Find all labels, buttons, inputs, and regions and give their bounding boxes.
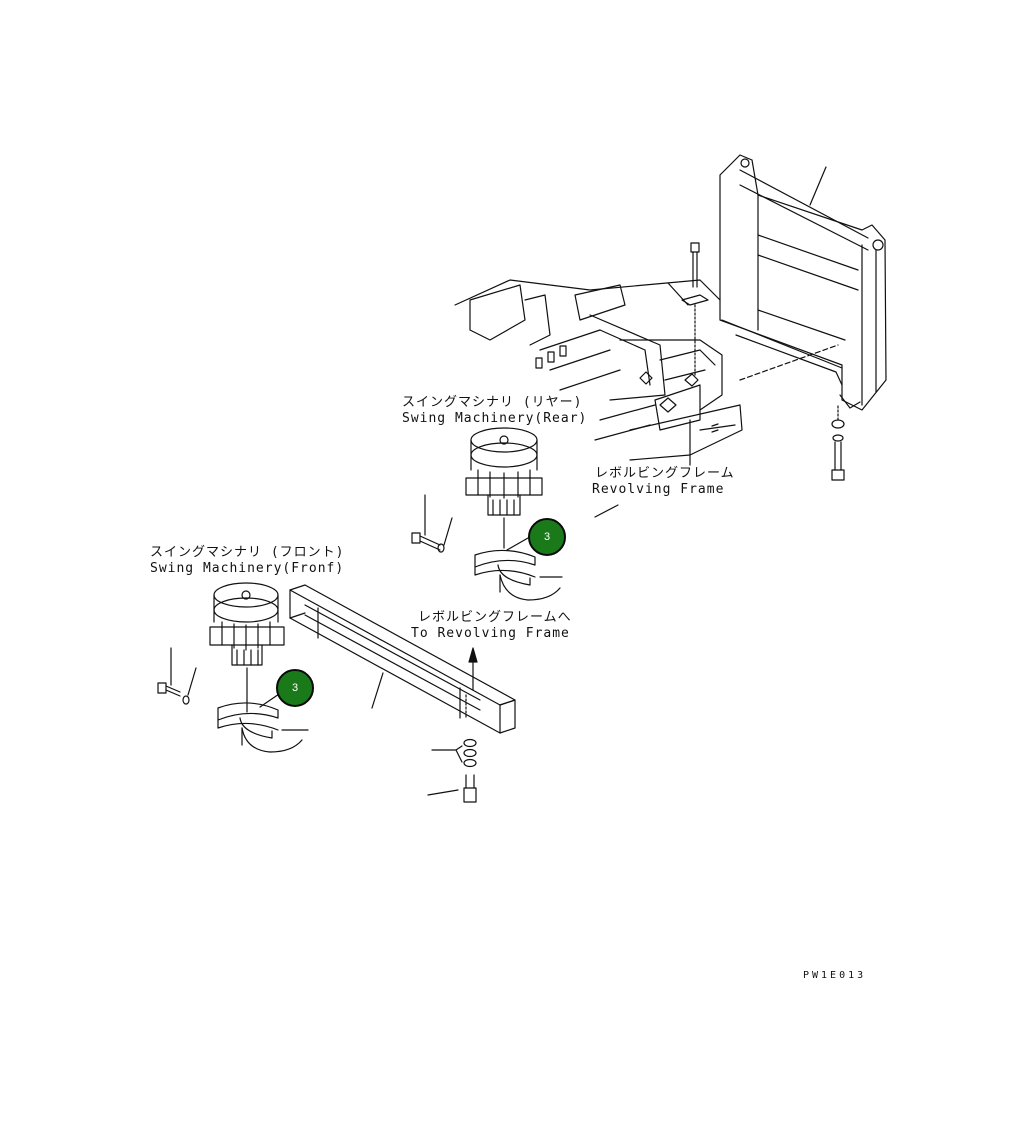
callout-front-collar[interactable]: 3 xyxy=(276,669,314,707)
rear-bolt-washer xyxy=(411,494,453,553)
cross-beam xyxy=(289,584,516,734)
upper-bolt xyxy=(667,242,709,376)
rear-collar xyxy=(474,549,563,601)
to-frame-label-en: To Revolving Frame xyxy=(411,626,570,641)
lower-bolt xyxy=(831,405,845,481)
front-machinery-label-en: Swing Machinery(Fronf) xyxy=(150,561,345,576)
front-collar xyxy=(217,702,309,753)
revolving-frame-label-jp: レボルビングフレーム xyxy=(595,466,735,481)
drawing-code: PW1E013 xyxy=(803,970,867,981)
revolving-frame-label-en: Revolving Frame xyxy=(592,482,725,497)
front-machinery-label-jp: スイングマシナリ (フロント) xyxy=(150,545,345,560)
swing-machinery-rear xyxy=(465,427,543,549)
rear-machinery-label-jp: スイングマシナリ (リヤー) xyxy=(402,395,583,410)
callout-number: 3 xyxy=(543,531,551,543)
front-bolt-washer xyxy=(157,647,197,705)
callout-number: 3 xyxy=(291,682,299,694)
revolving-frame xyxy=(454,279,839,518)
up-arrow xyxy=(468,647,478,691)
swing-machinery-front xyxy=(209,582,285,713)
rear-machinery-label-en: Swing Machinery(Rear) xyxy=(402,411,588,426)
counterweight-bracket xyxy=(719,154,887,411)
to-frame-label-jp: レボルビングフレームへ xyxy=(418,610,572,625)
beam-fasteners xyxy=(427,738,477,803)
callout-rear-collar[interactable]: 3 xyxy=(528,518,566,556)
